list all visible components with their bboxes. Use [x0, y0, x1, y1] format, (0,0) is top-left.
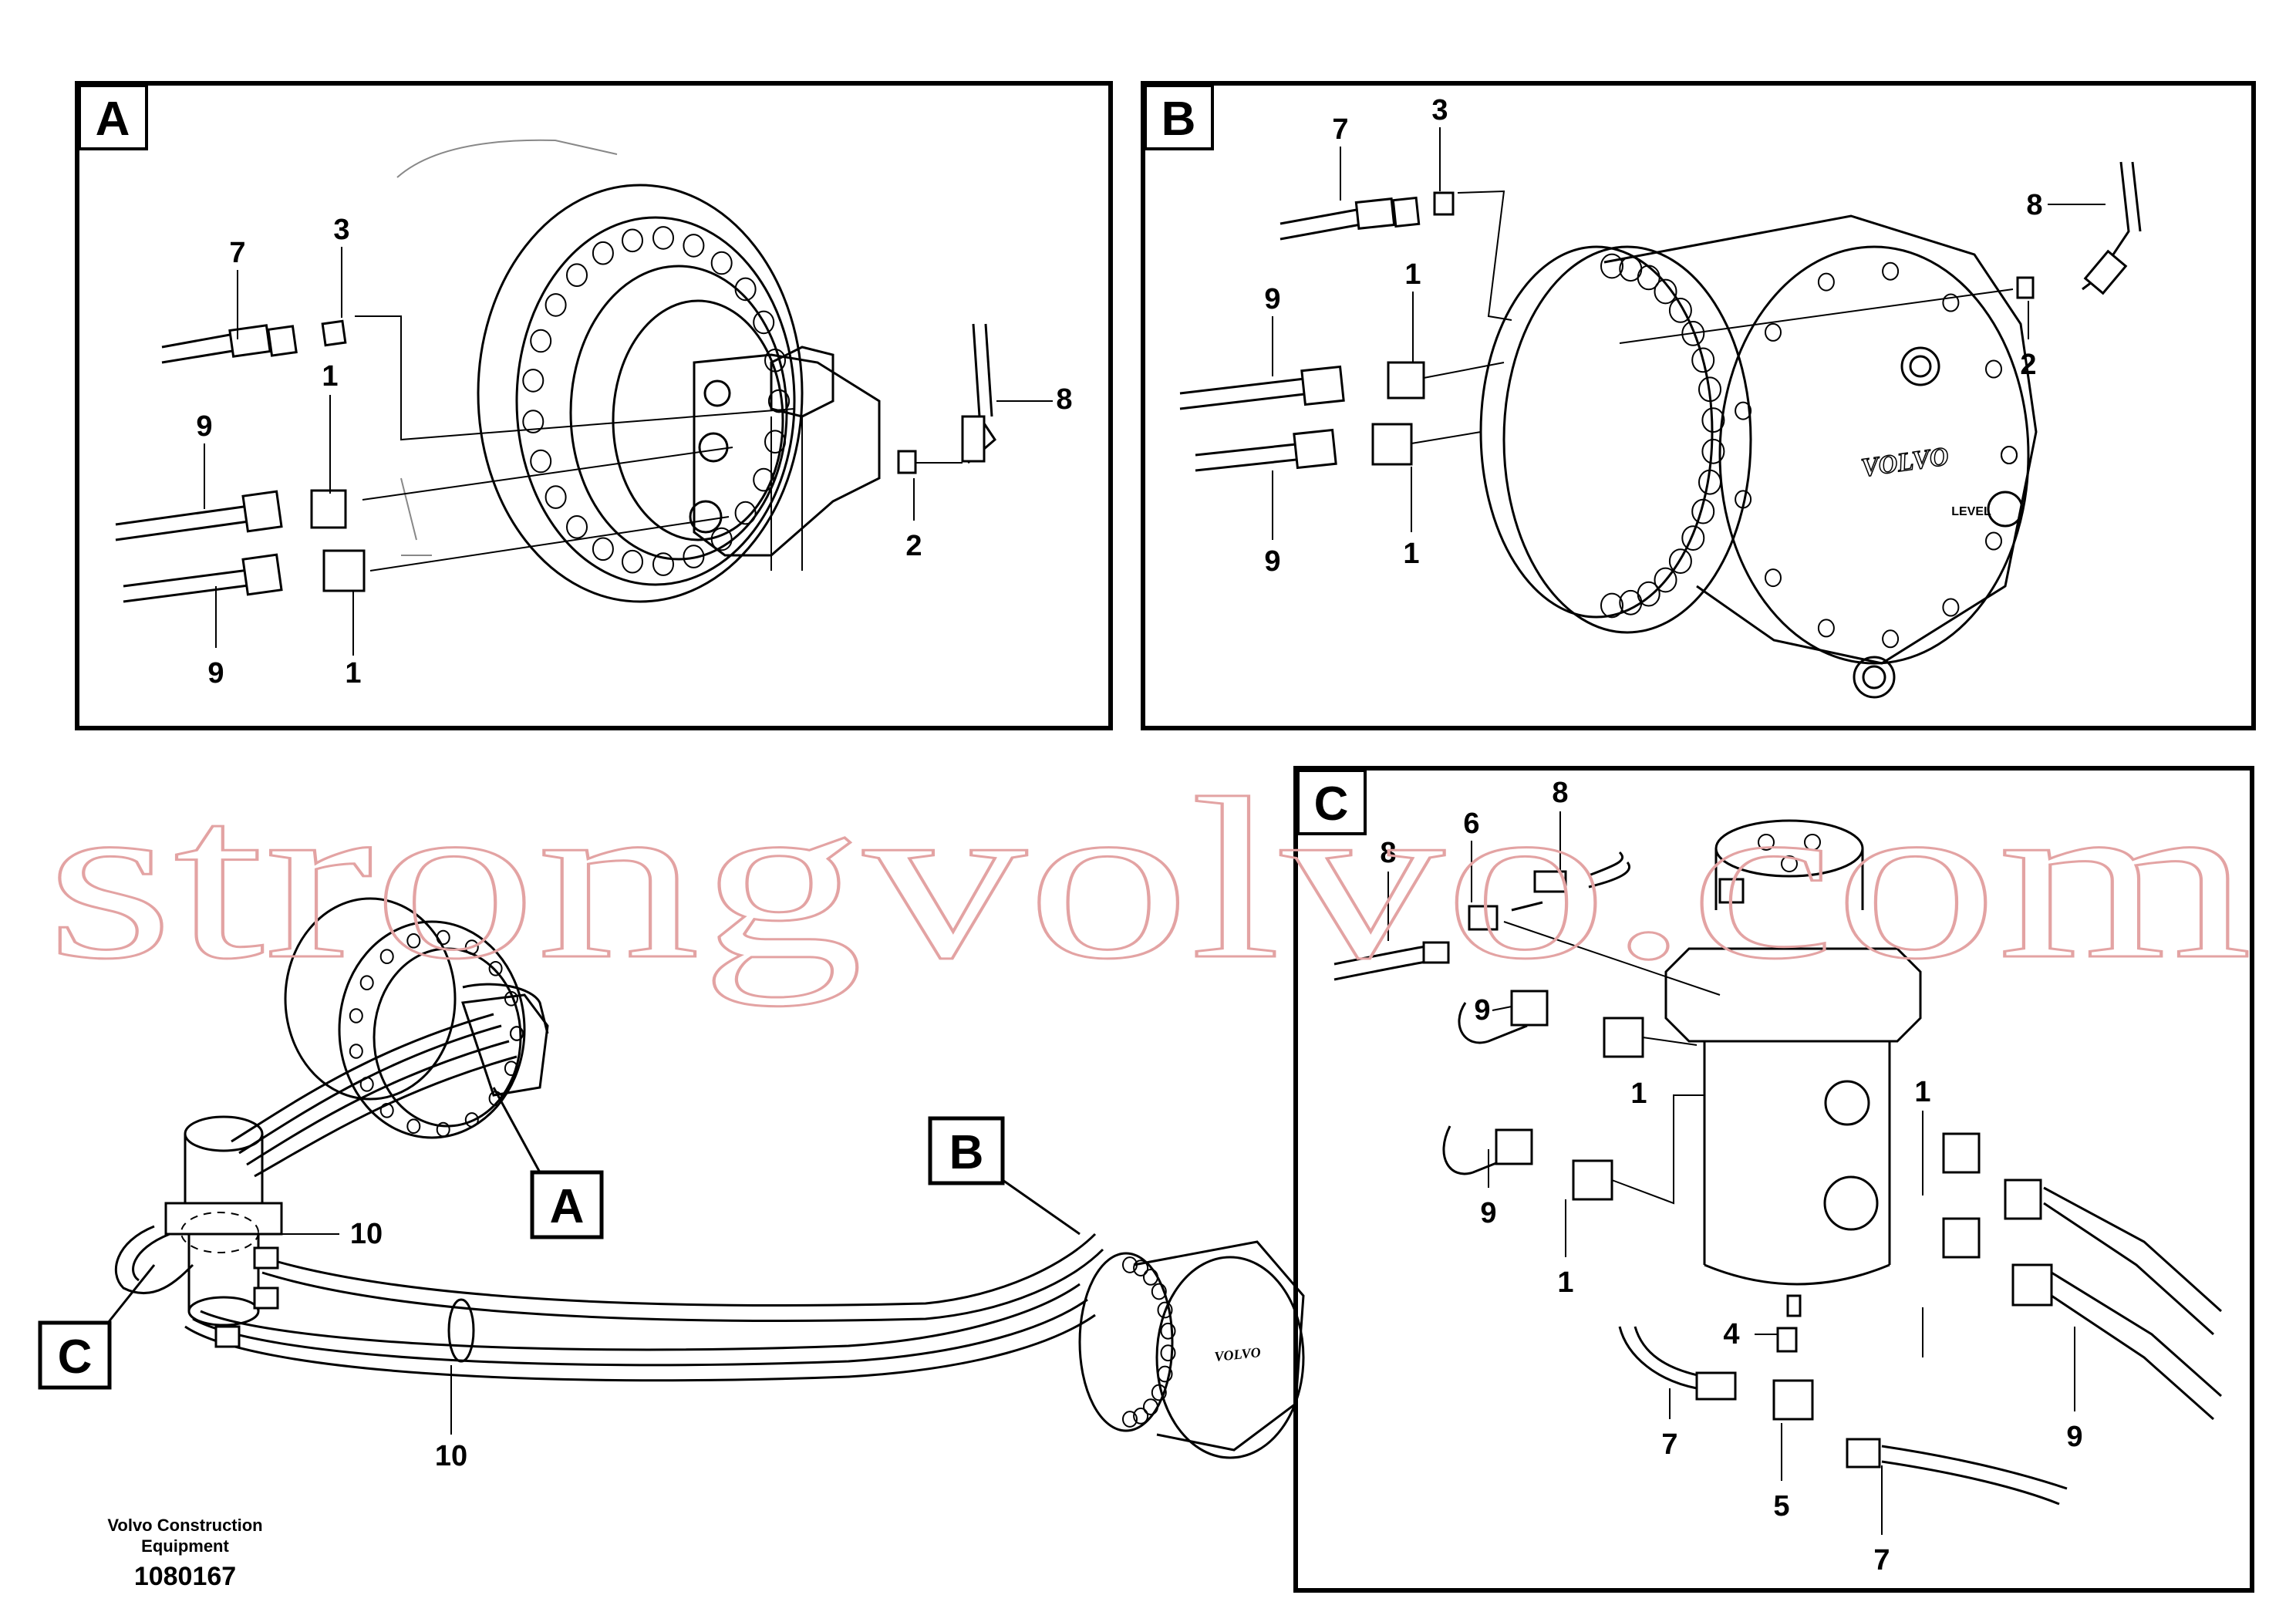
panel-b-letter: B — [1161, 93, 1196, 146]
panel-c-frame — [1293, 766, 2254, 1593]
overview-callouts: 10 10 — [255, 1218, 467, 1472]
panel-c-callout-8-left: 8 — [1380, 837, 1396, 869]
panel-a-callout-3: 3 — [333, 214, 349, 246]
panel-c-callout-7-left: 7 — [1661, 1428, 1677, 1461]
panel-c-badge — [1296, 769, 1367, 835]
panel-b-volvo-badge: VOLVO — [1859, 442, 1950, 483]
overview-pointer-b: B — [949, 1126, 984, 1179]
panel-a-callout-7: 7 — [229, 237, 245, 269]
panel-c-callout-7-right: 7 — [1873, 1544, 1890, 1576]
footer-company-line1: Volvo Construction — [107, 1516, 262, 1535]
panel-a-callout-2: 2 — [905, 530, 922, 562]
footer-drawing-number: 1080167 — [134, 1562, 236, 1591]
panel-b-hoses — [1179, 161, 2142, 472]
panel-a-letter: A — [96, 93, 130, 146]
panel-a-callout-8: 8 — [1056, 383, 1072, 416]
panel-b-callout-1-top: 1 — [1404, 258, 1421, 291]
panel-c-hoses — [1333, 851, 2223, 1506]
footer-company-line2: Equipment — [141, 1536, 229, 1556]
panel-c-callout-1-right: 1 — [1914, 1076, 1930, 1108]
panel-b: B VOLVO LEVEL — [1141, 81, 2256, 730]
panel-b-callout-7: 7 — [1332, 113, 1348, 146]
panel-c-callout-5: 5 — [1773, 1490, 1789, 1523]
overview-motor-left — [284, 897, 549, 1139]
panel-b-frame — [1141, 81, 2256, 730]
panel-b-callout-9-top: 9 — [1264, 283, 1280, 315]
panel-c-callout-8-right: 8 — [1552, 777, 1568, 809]
panel-c-callout-4: 4 — [1723, 1318, 1739, 1351]
panel-c-callout-9-top: 9 — [1474, 994, 1490, 1027]
panel-a-callouts: 7 3 8 1 9 2 9 1 — [196, 214, 1072, 690]
overview-volvo-badge: VOLVO — [1214, 1344, 1262, 1364]
panel-a: A — [75, 81, 1113, 730]
panel-a-callout-9-top: 9 — [196, 410, 212, 443]
overview-pointer-c: C — [58, 1330, 93, 1384]
panel-b-callout-9-bottom: 9 — [1264, 545, 1280, 578]
overview-hose-bundle — [114, 983, 1104, 1382]
panel-a-motor-drawing — [396, 139, 881, 603]
panel-b-callout-2: 2 — [2020, 349, 2036, 381]
panel-b-badge — [1144, 84, 1214, 150]
panel-c-callouts: 8 6 8 9 1 9 1 1 4 7 5 7 9 — [1380, 777, 2082, 1576]
panel-c-letter: C — [1314, 777, 1349, 831]
panel-c-callout-1-low: 1 — [1557, 1266, 1573, 1299]
overview-callout-10-top: 10 — [350, 1218, 383, 1250]
panel-b-callouts: 7 3 8 9 1 2 9 1 — [1264, 94, 2042, 578]
panel-a-frame — [75, 81, 1113, 730]
panel-b-callout-3: 3 — [1431, 94, 1448, 126]
panel-a-hoses — [115, 315, 1053, 603]
overview-callout-10-bottom: 10 — [435, 1440, 467, 1472]
panel-b-callout-8: 8 — [2026, 189, 2042, 221]
panel-a-badge — [78, 84, 148, 150]
panel-b-motor-drawing: VOLVO LEVEL — [1479, 214, 2038, 699]
panel-a-callout-1-bottom: 1 — [345, 657, 361, 690]
panel-b-level-label: LEVEL — [1951, 505, 1991, 518]
panel-c-swivel-drawing — [1664, 819, 1922, 1317]
overview-pointer-a: A — [550, 1180, 585, 1233]
panel-c-callout-1-mid: 1 — [1630, 1077, 1647, 1110]
panel-c-callout-9-mid: 9 — [1480, 1197, 1496, 1229]
watermark: strongvolvo.com — [46, 750, 2252, 1007]
overview-pointers: A B C — [38, 1087, 1081, 1390]
panel-a-callout-9-bottom: 9 — [207, 657, 224, 690]
panel-b-callout-1-bottom: 1 — [1403, 538, 1419, 570]
panel-c: C — [1293, 766, 2254, 1593]
overview-motor-right: VOLVO — [1078, 1240, 1305, 1459]
panel-a-callout-1-top: 1 — [322, 360, 338, 393]
panel-c-callout-9-right: 9 — [2066, 1421, 2082, 1453]
panel-c-callout-6: 6 — [1463, 808, 1479, 840]
footer: Volvo Construction Equipment 1080167 — [107, 1516, 262, 1591]
overview-assembly: VOLVO A B C 10 10 — [38, 897, 1305, 1472]
